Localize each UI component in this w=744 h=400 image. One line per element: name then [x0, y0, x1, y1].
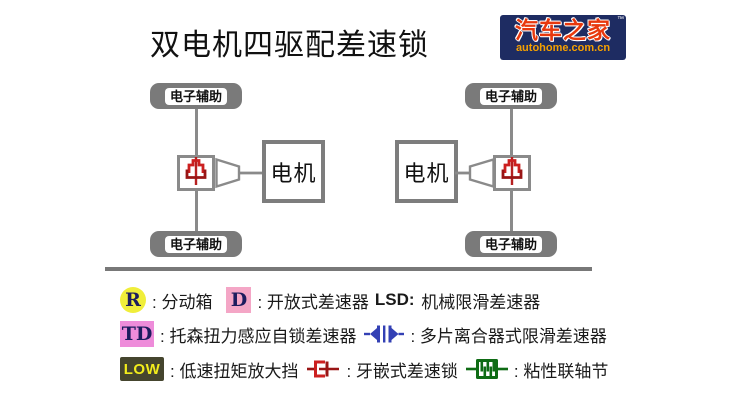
right-rear-driveshaft	[510, 191, 513, 231]
low-range-badge: LOW	[120, 357, 164, 381]
transfer-case-desc: : 分动箱	[152, 292, 213, 312]
lsd-label: LSD:	[374, 290, 415, 309]
right-rear-axle: 电子辅助	[465, 231, 557, 257]
left-diff-lock-box	[177, 155, 215, 191]
right-front-axle-label: 电子辅助	[479, 87, 542, 105]
left-front-axle-label: 电子辅助	[164, 87, 227, 105]
open-diff-badge: D	[226, 287, 252, 313]
left-front-axle: 电子辅助	[150, 83, 242, 109]
torsen-desc: : 托森扭力感应自锁差速器	[160, 326, 357, 346]
left-rear-axle-label: 电子辅助	[164, 235, 227, 253]
page-title: 双电机四驱配差速锁	[150, 29, 429, 62]
viscous-coupling-desc: : 粘性联轴节	[513, 361, 609, 381]
dog-clutch-lock-icon	[180, 156, 212, 191]
legend-row-3: LOW : 低速扭矩放大挡 : 牙嵌式差速锁	[120, 355, 608, 383]
autohome-logo: ™ 汽车之家 autohome.com.cn	[500, 15, 626, 60]
low-range-desc: : 低速扭矩放大挡	[170, 361, 299, 381]
left-gear-reducer-shape	[215, 157, 262, 189]
multi-plate-clutch-desc: : 多片离合器式限滑差速器	[410, 326, 607, 346]
viscous-coupling-icon	[465, 357, 508, 381]
multi-plate-clutch-icon	[364, 323, 405, 345]
right-rear-axle-label: 电子辅助	[479, 235, 542, 253]
lsd-desc: 机械限滑差速器	[416, 292, 541, 312]
right-motor-label: 电机	[403, 160, 450, 186]
logo-brand-text: 汽车之家	[515, 17, 611, 43]
left-rear-axle: 电子辅助	[150, 231, 242, 257]
open-diff-desc: : 开放式差速器	[257, 292, 369, 312]
torsen-badge: TD	[120, 321, 154, 347]
trademark-symbol: ™	[617, 16, 624, 23]
dog-clutch-lock-icon	[306, 357, 340, 381]
logo-domain-text: autohome.com.cn	[515, 42, 611, 54]
legend-divider	[105, 267, 592, 271]
left-front-driveshaft	[195, 109, 198, 155]
left-motor-label: 电机	[270, 160, 317, 186]
dog-clutch-lock-icon	[496, 156, 528, 191]
dog-clutch-desc: : 牙嵌式差速锁	[346, 361, 458, 381]
right-front-driveshaft	[510, 109, 513, 155]
legend-row-2: TD : 托森扭力感应自锁差速器 : 多片离合器式限滑差速器	[120, 320, 607, 348]
transfer-case-badge: R	[120, 287, 146, 313]
legend-row-1: R : 分动箱 D : 开放式差速器 LSD: 机械限滑差速器	[120, 286, 540, 314]
right-front-axle: 电子辅助	[465, 83, 557, 109]
right-motor-box: 电机	[395, 140, 458, 203]
right-gear-reducer-shape	[455, 157, 495, 189]
right-diff-lock-box	[493, 155, 531, 191]
left-motor-box: 电机	[262, 140, 325, 203]
left-rear-driveshaft	[195, 191, 198, 231]
